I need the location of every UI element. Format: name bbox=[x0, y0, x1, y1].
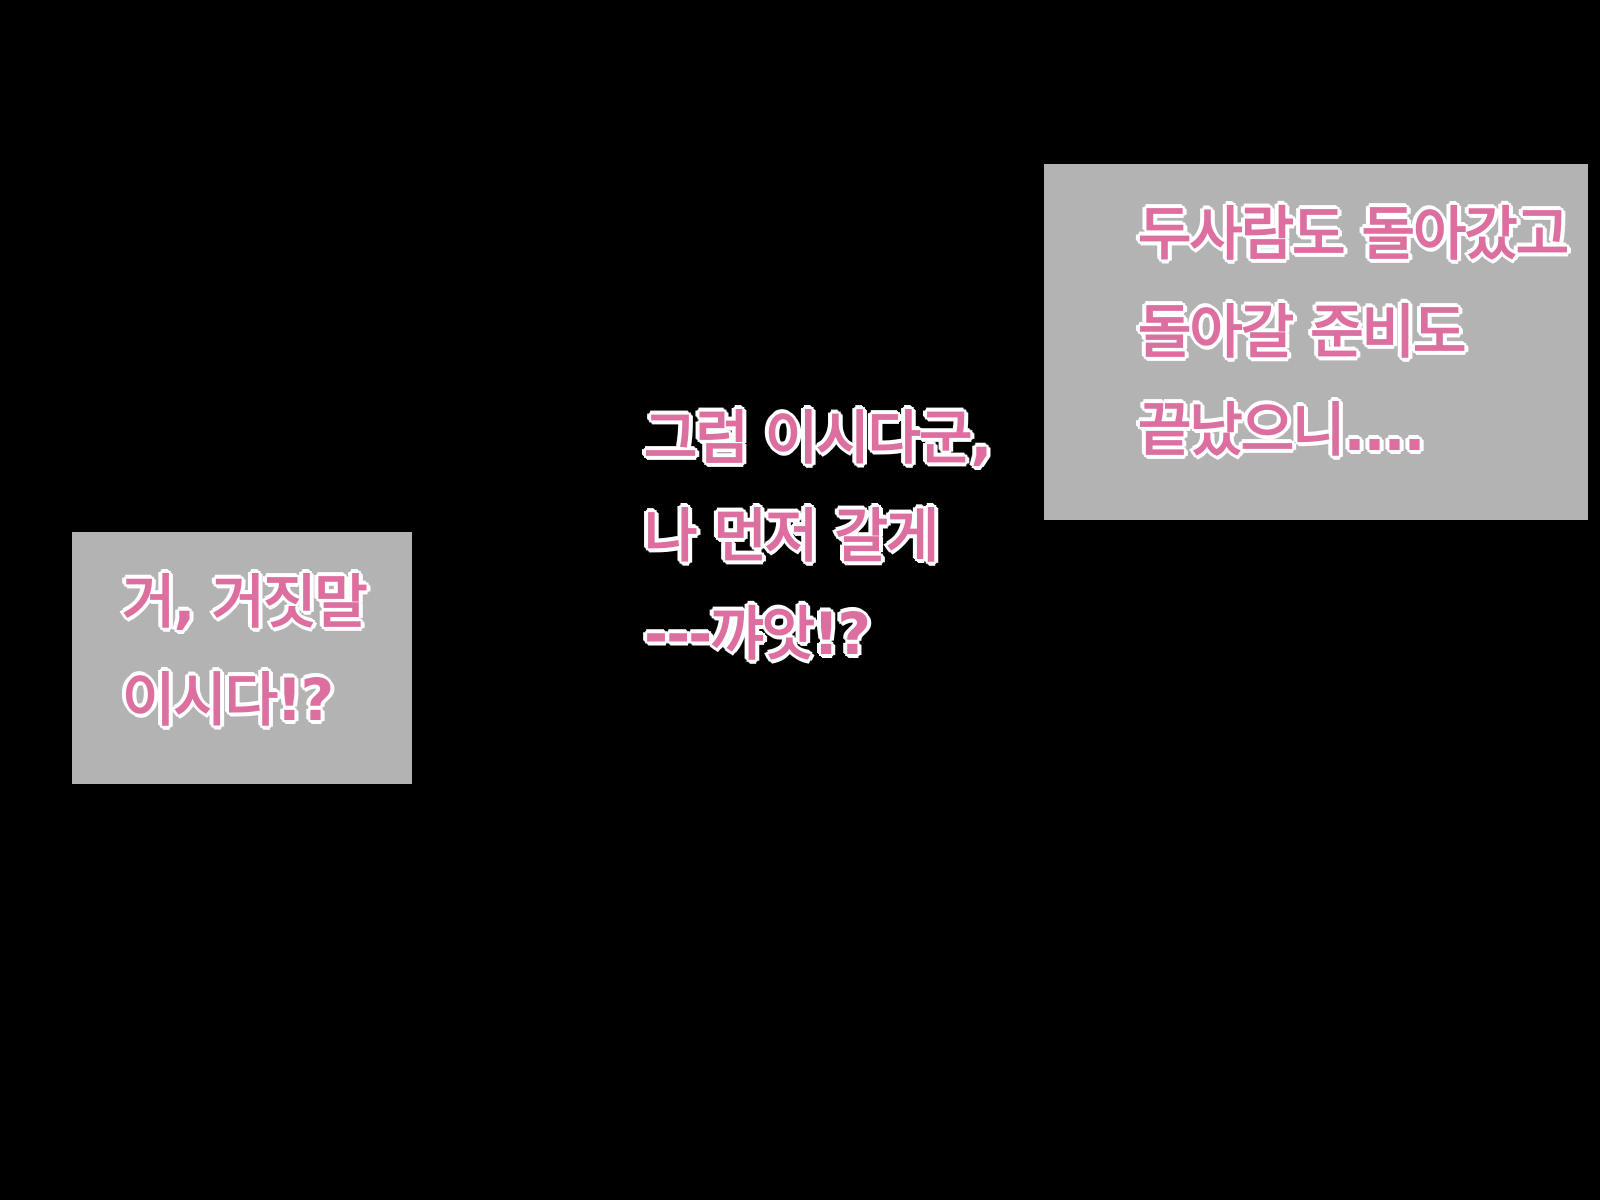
caption-left-line-2: 이시다!? bbox=[121, 665, 335, 735]
caption-middle-line-3: ---꺄앗!? bbox=[643, 599, 872, 669]
caption-right: 두사람도 돌아갔고 돌아갈 준비도 끝났으니.... bbox=[1137, 185, 1570, 479]
caption-box-right bbox=[1044, 164, 1588, 520]
caption-middle-line-2: 나 먼저 갈게 bbox=[643, 501, 940, 571]
caption-middle: 그럼 이시다군, 나 먼저 갈게 ---꺄앗!? bbox=[643, 389, 993, 683]
caption-left: 거, 거짓말 이시다!? bbox=[121, 553, 369, 749]
caption-right-line-2: 돌아갈 준비도 bbox=[1137, 297, 1467, 367]
caption-right-line-1: 두사람도 돌아갔고 bbox=[1137, 199, 1570, 269]
caption-box-left bbox=[72, 532, 412, 784]
caption-middle-line-1: 그럼 이시다군, bbox=[643, 403, 993, 473]
caption-right-line-3: 끝났으니.... bbox=[1137, 395, 1427, 465]
caption-left-line-1: 거, 거짓말 bbox=[121, 567, 369, 637]
